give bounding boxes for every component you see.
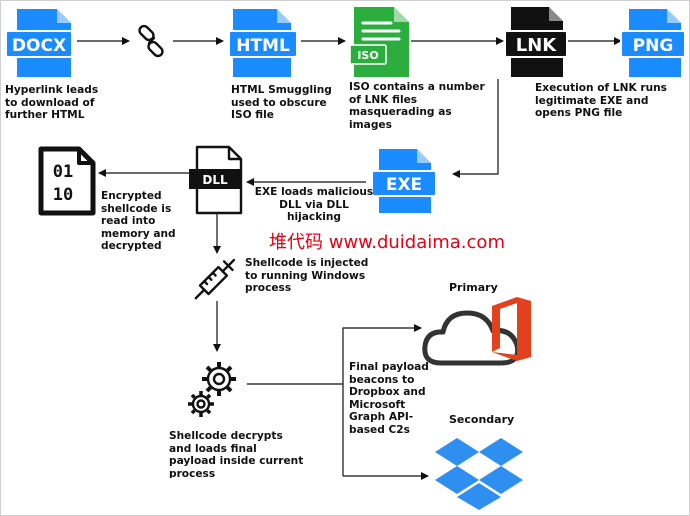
caption-line: payload inside current bbox=[169, 455, 304, 468]
syringe-icon bbox=[194, 258, 236, 300]
caption-line: based C2s bbox=[349, 423, 410, 436]
gears-icon bbox=[188, 362, 236, 417]
caption-line: images bbox=[349, 118, 392, 131]
png-file-icon: PNG bbox=[620, 9, 686, 77]
caption-line: DLL via DLL bbox=[279, 198, 349, 211]
chain-link-icon bbox=[138, 24, 164, 58]
caption-line: Final payload bbox=[349, 361, 429, 373]
caption-line: process bbox=[245, 282, 292, 295]
caption-encrypted-shellcode: Encrypted shellcode is read into memory … bbox=[101, 190, 176, 253]
gear-small bbox=[188, 391, 214, 417]
caption-lnk: Execution of LNK runs legitimate EXE and… bbox=[535, 82, 667, 120]
caption-shellcode-decrypts: Shellcode decrypts and loads final paylo… bbox=[169, 430, 303, 478]
dll-file-icon: DLL bbox=[189, 145, 243, 215]
caption-line: Execution of LNK runs bbox=[535, 82, 667, 94]
caption-line: Dropbox and bbox=[349, 386, 426, 399]
caption-line: Shellcode is injected bbox=[245, 257, 369, 269]
caption-html-smuggling: HTML Smuggling used to obscure ISO file bbox=[231, 84, 332, 122]
watermark-text: 堆代码 www.duidaima.com bbox=[269, 232, 505, 253]
caption-line: HTML Smuggling bbox=[231, 84, 332, 96]
caption-hyperlink: Hyperlink leads to download of further H… bbox=[5, 84, 98, 122]
docx-file-icon: DOCX bbox=[5, 9, 73, 77]
iso-file-icon: ISO bbox=[349, 7, 409, 77]
caption-line: opens PNG file bbox=[535, 107, 623, 120]
caption-line: masquerading as bbox=[349, 106, 452, 119]
caption-exe: EXE loads malicious DLL via DLL hijackin… bbox=[253, 186, 375, 224]
caption-line: process bbox=[169, 467, 216, 478]
binary-file-icon: 01 10 bbox=[38, 146, 96, 216]
html-file-icon: HTML bbox=[228, 9, 298, 77]
caption-line: further HTML bbox=[5, 109, 85, 122]
caption-line: legitimate EXE and bbox=[535, 94, 649, 107]
caption-line: ISO file bbox=[231, 109, 274, 122]
caption-line: shellcode is bbox=[101, 202, 172, 215]
iso-label: ISO bbox=[357, 49, 378, 62]
connector-lines bbox=[77, 37, 622, 480]
caption-line: decrypted bbox=[101, 240, 162, 253]
caption-line: to download of bbox=[5, 96, 95, 109]
binary-row-2: 10 bbox=[53, 185, 73, 205]
cloud-primary-label: Primary bbox=[449, 281, 498, 294]
html-label: HTML bbox=[236, 36, 290, 56]
caption-line: memory and bbox=[101, 227, 176, 240]
png-label: PNG bbox=[633, 36, 674, 56]
caption-line: Shellcode decrypts bbox=[169, 430, 283, 442]
lnk-file-icon: LNK bbox=[504, 7, 568, 77]
caption-line: Hyperlink leads bbox=[5, 84, 99, 96]
cloud-secondary-label: Secondary bbox=[449, 413, 515, 426]
caption-line: used to obscure bbox=[231, 96, 327, 109]
caption-line: to running Windows bbox=[245, 269, 366, 282]
gear-large bbox=[202, 362, 236, 396]
dll-label: DLL bbox=[202, 173, 228, 187]
arrow-branch-to-primary bbox=[342, 324, 422, 476]
caption-line: Microsoft bbox=[349, 398, 406, 411]
arrow-lnk-to-exe bbox=[452, 79, 499, 178]
caption-shellcode-injected: Shellcode is injected to running Windows… bbox=[245, 257, 368, 295]
caption-final-payload: Final payload beacons to Dropbox and Mic… bbox=[349, 361, 429, 437]
caption-line: and loads final bbox=[169, 442, 257, 455]
exe-label: EXE bbox=[386, 175, 422, 195]
caption-iso: ISO contains a number of LNK files masqu… bbox=[349, 81, 485, 131]
docx-label: DOCX bbox=[12, 36, 66, 56]
caption-line: Encrypted bbox=[101, 190, 162, 202]
lnk-label: LNK bbox=[516, 35, 558, 56]
dropbox-logo-icon bbox=[435, 438, 523, 510]
binary-row-1: 01 bbox=[53, 162, 73, 182]
caption-line: read into bbox=[101, 215, 156, 228]
caption-line: EXE loads malicious bbox=[254, 186, 374, 198]
exe-file-icon: EXE bbox=[371, 149, 437, 213]
office-logo-icon bbox=[492, 297, 531, 361]
caption-line: beacons to bbox=[349, 373, 415, 386]
caption-line: hijacking bbox=[286, 211, 342, 224]
caption-line: ISO contains a number bbox=[349, 81, 485, 93]
caption-line: Graph API- bbox=[349, 411, 414, 424]
caption-line: of LNK files bbox=[349, 93, 418, 106]
